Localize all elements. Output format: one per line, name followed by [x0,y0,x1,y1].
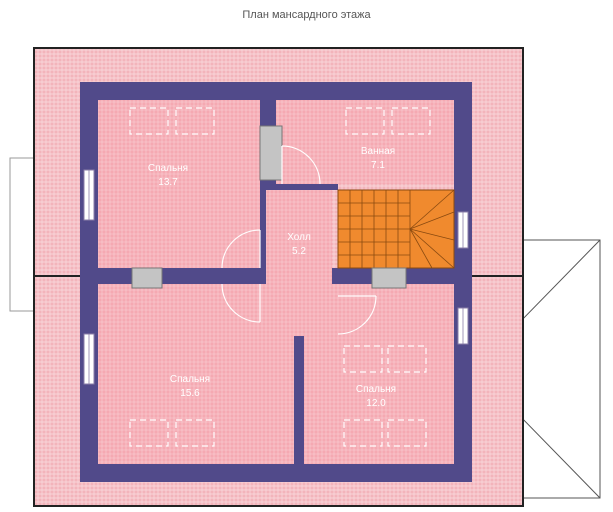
roof-windows [129,107,431,447]
room-bedroom-3 [304,284,454,464]
room-area-hall: 5.2 [292,246,306,257]
chimney-blocks [131,125,407,289]
door-swings [221,145,377,335]
room-label-hall: Холл [287,232,311,243]
room-label-bathroom: Ванная [361,146,395,157]
room-area-bedroom-3: 12.0 [366,398,386,409]
room-bedroom-2 [98,284,294,464]
room-bathroom [276,100,454,184]
chimney-left [131,267,163,289]
room-area-bathroom: 7.1 [371,160,385,171]
room-label-bedroom-1: Спальня [148,163,188,174]
room-label-bedroom-2: Спальня [170,374,210,385]
room-label-bedroom-3: Спальня [356,384,396,395]
room-labels: Спальня 13.7 Ванная 7.1 Холл 5.2 Спальня… [148,146,396,409]
room-area-bedroom-2: 15.6 [180,388,200,399]
chimney-top [259,125,283,181]
room-bedroom-1 [98,100,260,268]
room-floors [98,100,454,464]
chimney-right [371,267,407,289]
plan-title: План мансардного этажа [242,9,371,21]
staircase [337,189,455,269]
room-area-bedroom-1: 13.7 [158,177,178,188]
left-porch-outline [9,157,34,312]
